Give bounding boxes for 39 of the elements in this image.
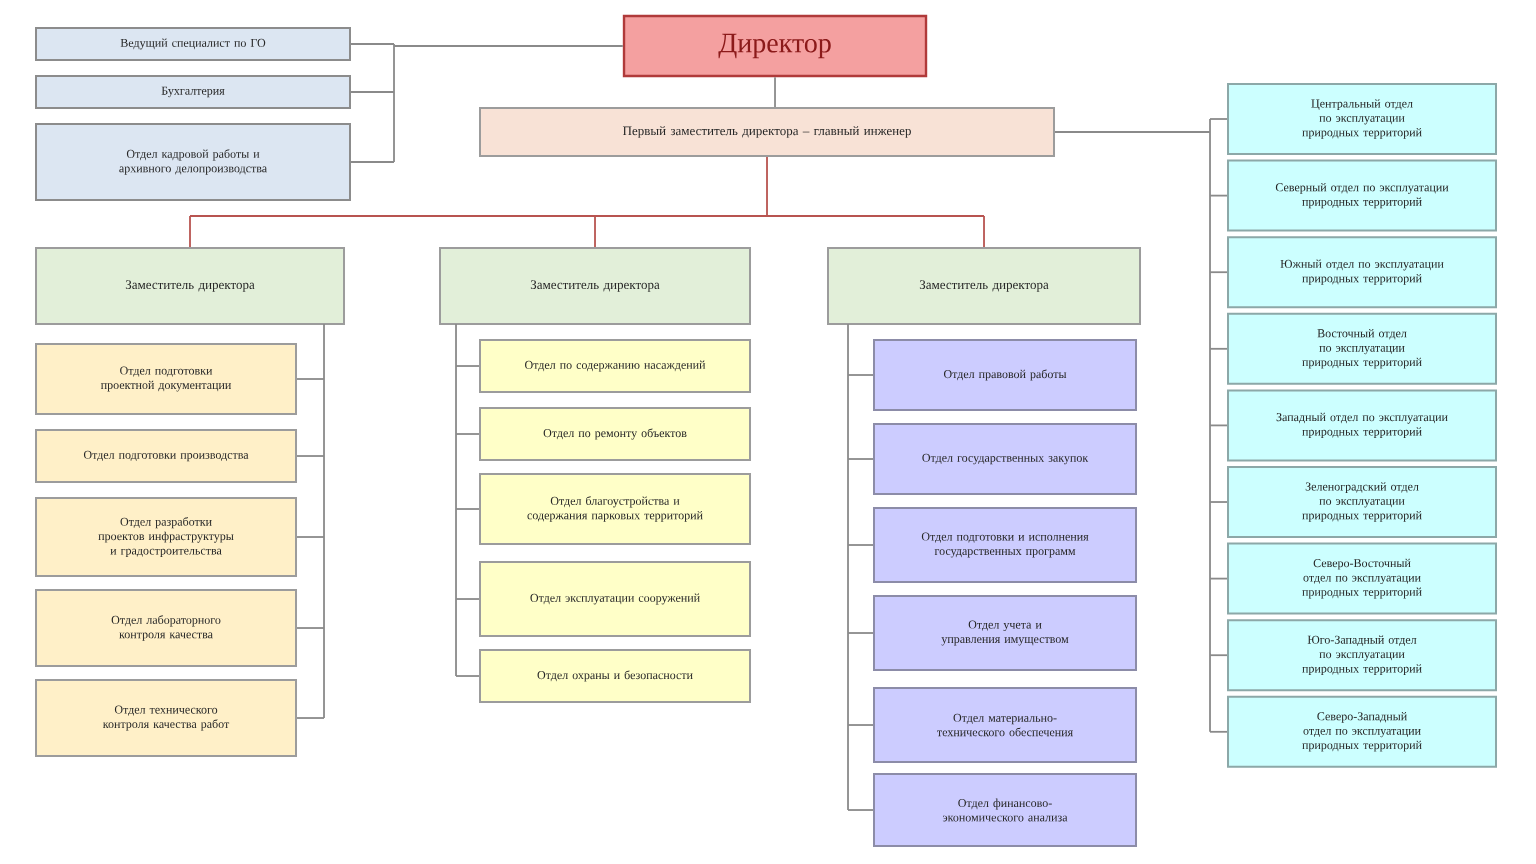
connector-line [1209, 118, 1228, 120]
connector-line [847, 724, 874, 726]
connector-line [455, 365, 480, 367]
connector-line [1209, 194, 1228, 197]
connector-line [296, 536, 325, 538]
connector-line [296, 378, 325, 380]
connector-line [296, 455, 325, 457]
connector-line [594, 215, 596, 248]
connector-line [296, 627, 325, 629]
connector-line [1209, 347, 1228, 350]
connector-line [455, 323, 457, 677]
connector-line [847, 323, 849, 811]
connector-line [323, 323, 325, 719]
connector-line [296, 717, 325, 719]
director-box: Директор [622, 14, 928, 78]
connector-line [455, 675, 480, 677]
connector-line [847, 458, 874, 460]
connector-line [847, 632, 874, 634]
connector-line [1209, 577, 1228, 580]
connector-line [455, 433, 480, 435]
connector-line [455, 508, 480, 510]
connector-line [1054, 118, 1211, 733]
connector-line [847, 374, 874, 376]
connector-line [350, 91, 395, 93]
connector-line [189, 215, 191, 248]
connector-line [1209, 271, 1228, 274]
connector-line [350, 43, 395, 45]
connector-line [847, 544, 874, 546]
connector-line [1209, 424, 1228, 427]
connector-line [350, 161, 395, 163]
connector-line [847, 809, 874, 811]
connector-line [1209, 654, 1228, 657]
connector-line [983, 215, 985, 248]
connector-line [189, 156, 985, 217]
connector-line [1209, 730, 1228, 733]
connector-line [1209, 501, 1228, 503]
connector-line [774, 76, 776, 108]
connector-line [393, 43, 624, 163]
connector-line [455, 598, 480, 600]
